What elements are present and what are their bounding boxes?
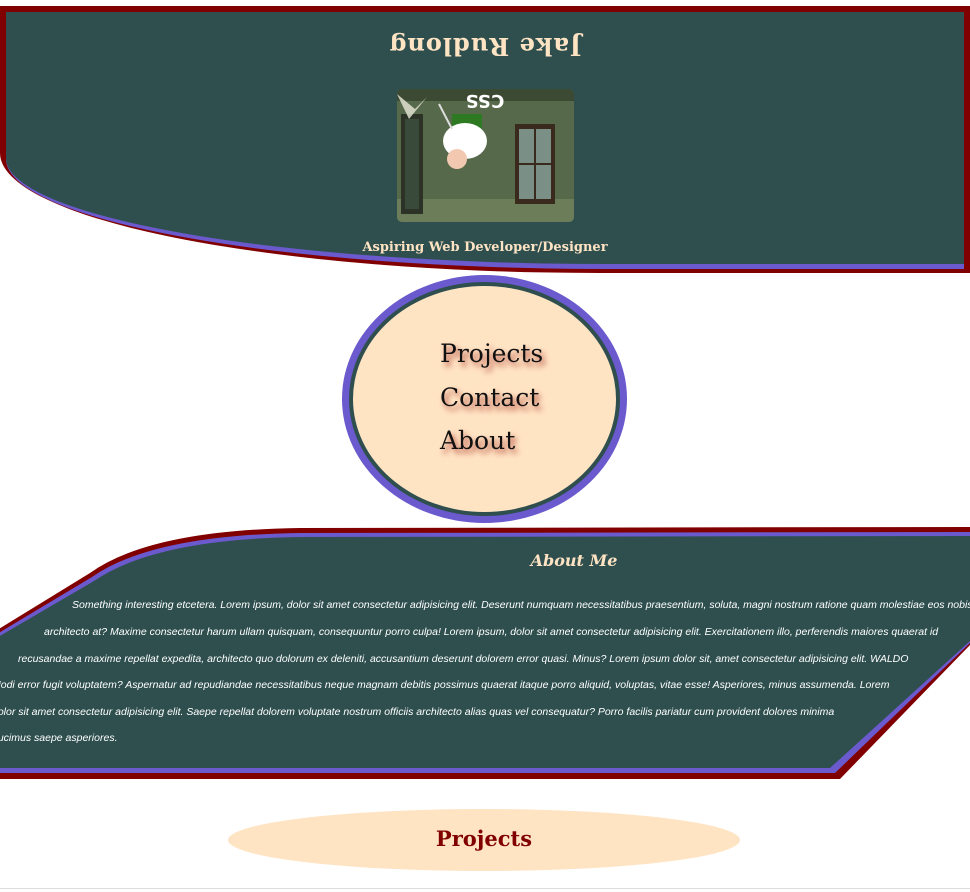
about-text-line: Something interesting etcetera. Lorem ip…: [72, 599, 970, 611]
nav-link-contact[interactable]: Contact: [440, 383, 540, 412]
about-panel: [0, 527, 970, 779]
projects-heading: Projects: [435, 826, 533, 851]
projects-banner: [228, 809, 740, 871]
nav-circle-fill: [353, 286, 616, 512]
nav-link-about[interactable]: About: [440, 426, 516, 455]
header-banner: Jake Rudlong CSS: [0, 6, 970, 273]
about-panel-fill: [0, 536, 970, 768]
nav-circle: [342, 275, 627, 523]
nav-circle-ring: [349, 282, 620, 516]
about-text-line: Modi error fugit voluptatem? Aspernatur …: [0, 679, 890, 691]
about-text-line: recusandae a maxime repellat expedita, a…: [18, 653, 909, 665]
header-border: Jake Rudlong CSS: [6, 12, 964, 269]
page-divider: [0, 888, 970, 889]
about-heading: About Me: [530, 551, 618, 570]
about-text-line: architecto at? Maxime consectetur harum …: [44, 626, 939, 638]
site-title: Jake Rudlong: [388, 32, 582, 61]
hero-illustration: CSS: [397, 89, 574, 222]
nav-link-projects[interactable]: Projects: [440, 339, 544, 368]
header-panel: Jake Rudlong CSS: [6, 12, 964, 264]
about-text-line: dolor sit amet consectetur adipisicing e…: [0, 706, 835, 718]
hero-caption: CSS: [466, 90, 505, 111]
about-text-line: ducimus saepe asperiores.: [0, 732, 118, 744]
hero-image: CSS: [397, 89, 574, 222]
site-subtitle: Aspiring Web Developer/Designer: [362, 240, 608, 255]
